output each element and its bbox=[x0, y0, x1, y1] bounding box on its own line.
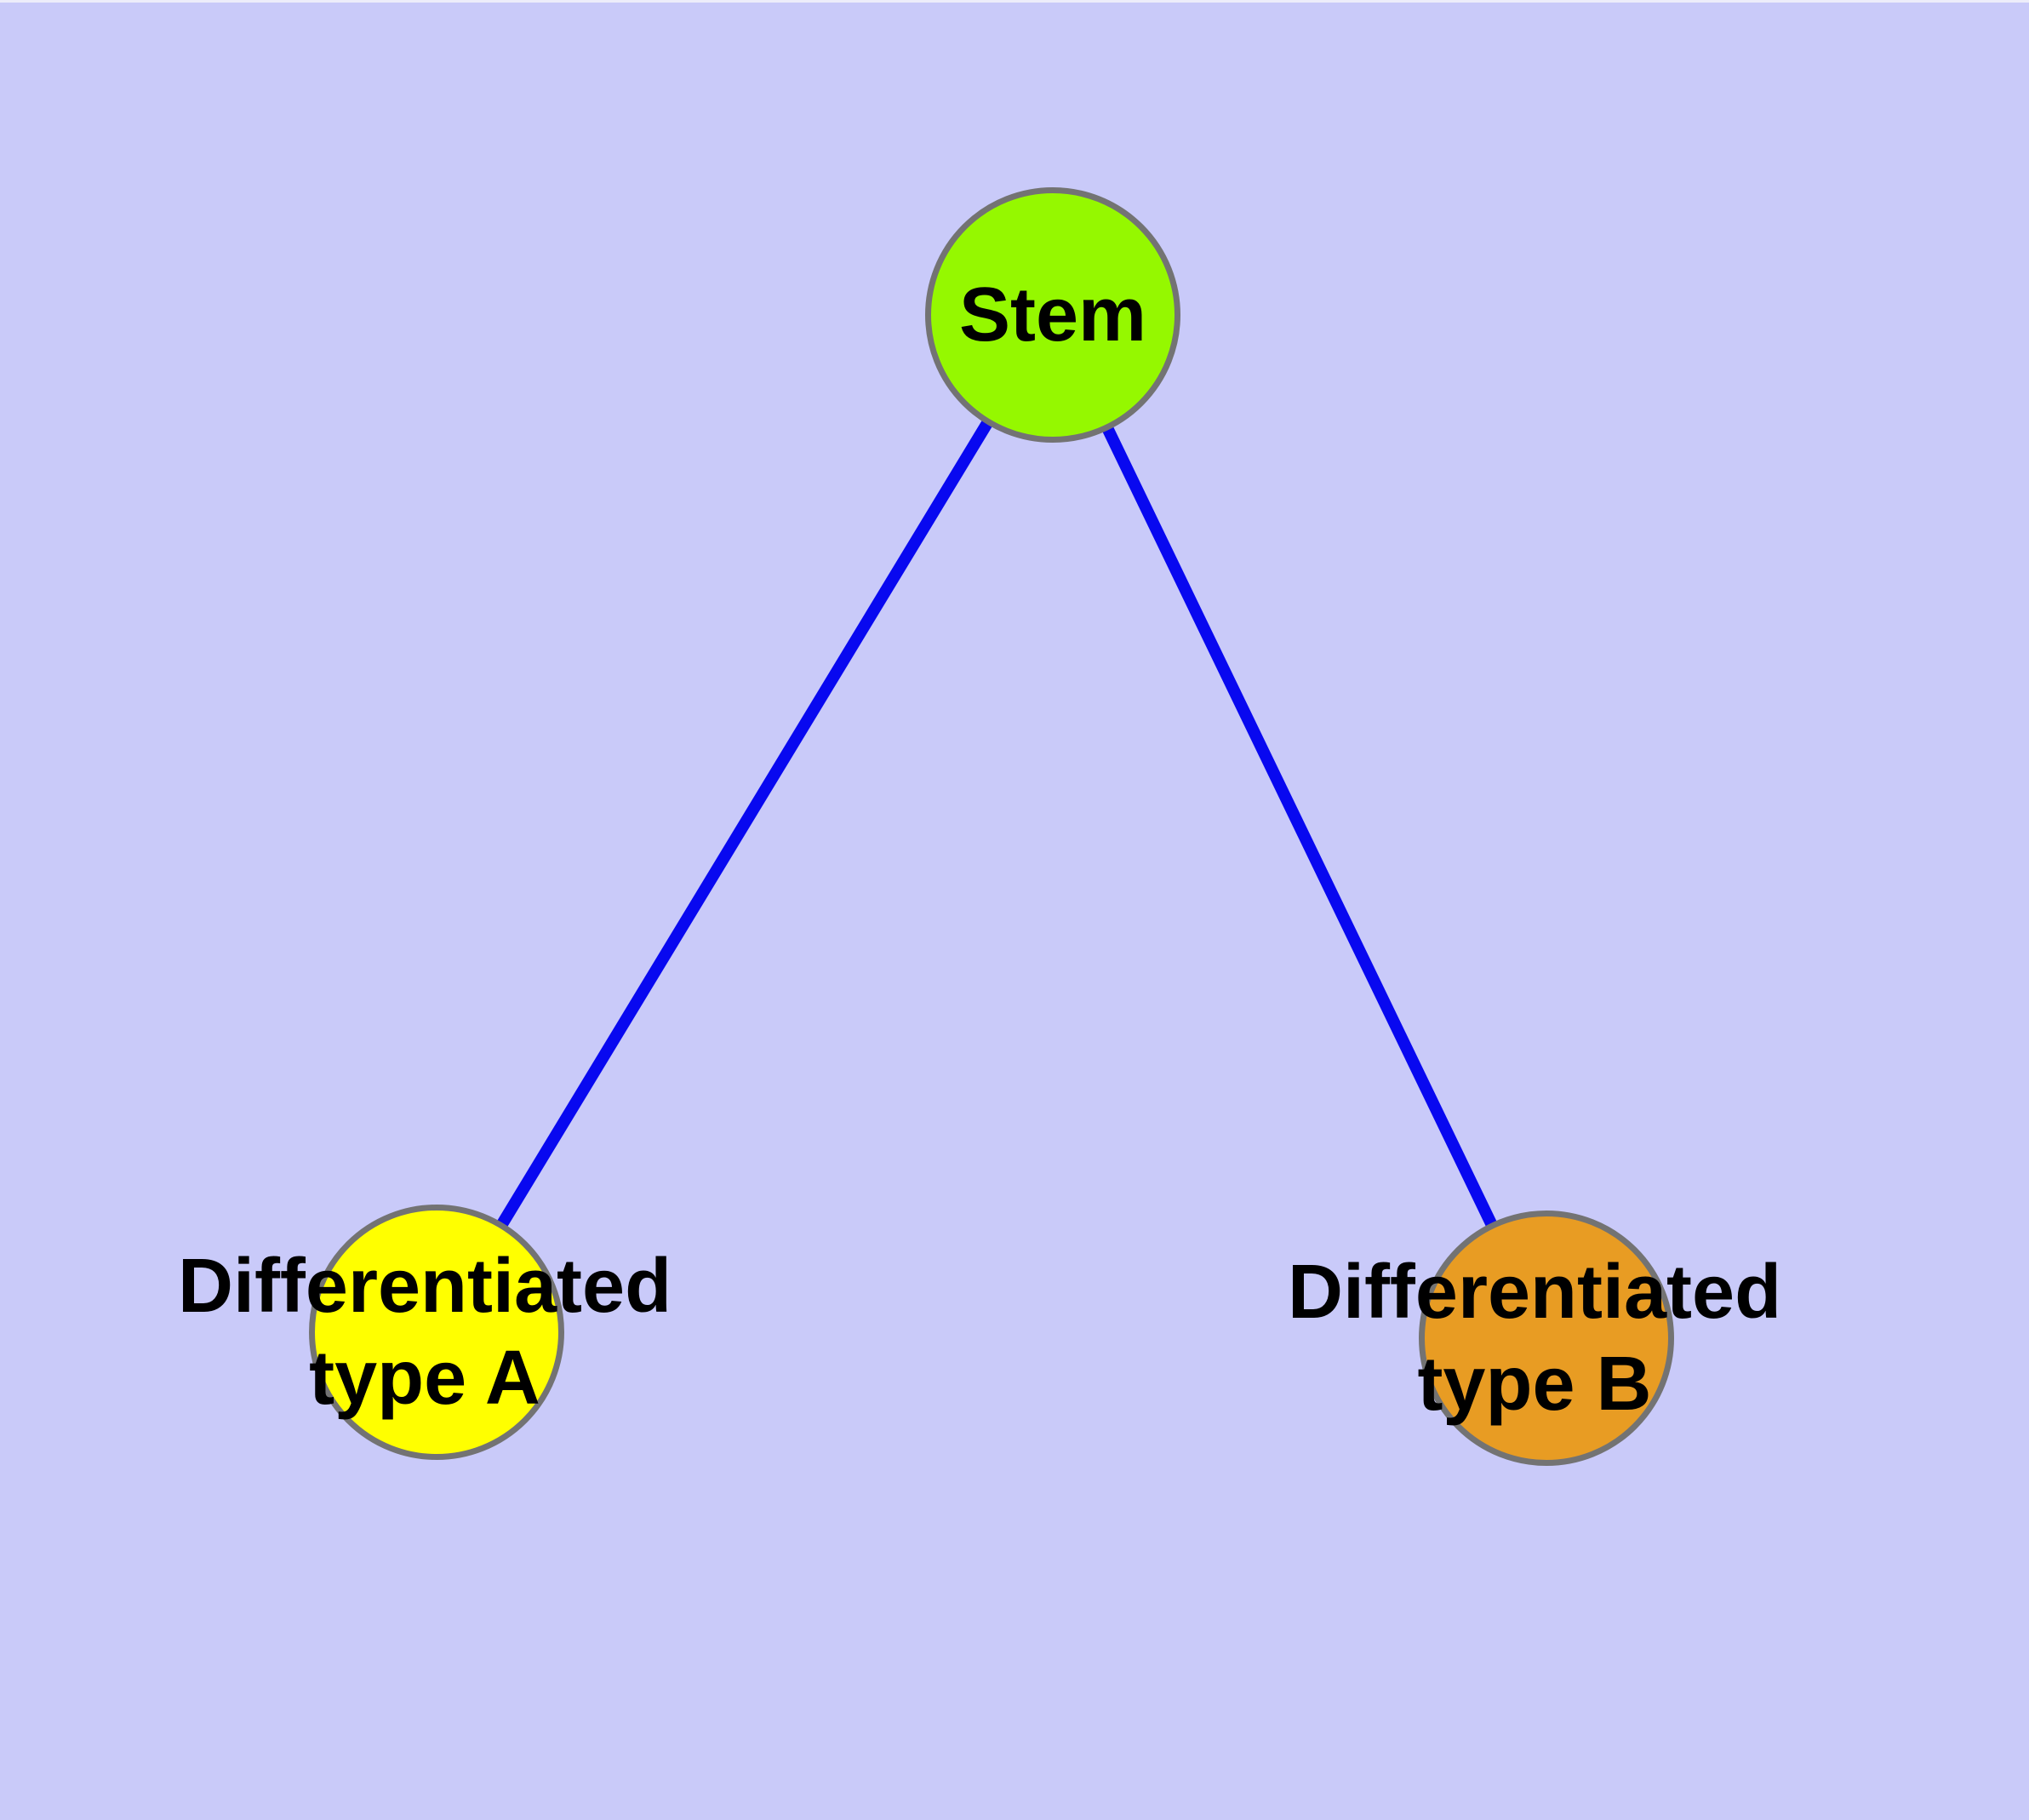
node-stem[interactable]: Stem bbox=[925, 187, 1180, 443]
node-stem-label: Stem bbox=[958, 272, 1147, 358]
node-differentiated-type-a[interactable] bbox=[309, 1205, 564, 1460]
edge-stem-to-type-b bbox=[1047, 312, 1552, 1342]
window-top-edge bbox=[0, 0, 2029, 3]
edge-stem-to-type-a bbox=[432, 312, 1058, 1336]
node-differentiated-type-b[interactable] bbox=[1419, 1210, 1674, 1466]
